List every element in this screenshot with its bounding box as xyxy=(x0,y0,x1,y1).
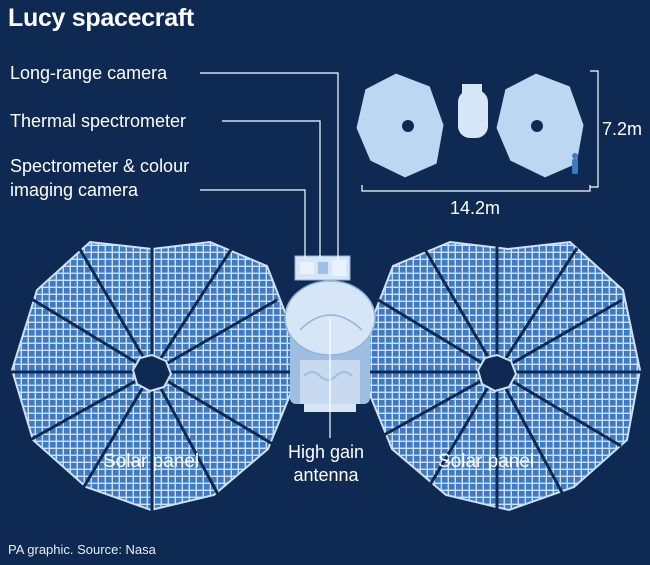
high-gain-antenna-line1: High gain xyxy=(287,442,365,462)
silhouette-hub-right xyxy=(531,120,543,132)
panel-hub-left xyxy=(131,353,173,393)
leader-lines xyxy=(200,72,339,438)
leader-thermal-spectrometer xyxy=(222,120,321,258)
silhouette-panel-left xyxy=(355,72,445,179)
high-gain-antenna-label: High gain antenna xyxy=(266,441,386,487)
label-long-range-camera: Long-range camera xyxy=(10,63,168,83)
width-dimension-value: 14.2m xyxy=(450,198,501,218)
silhouette-hub-left xyxy=(402,120,414,132)
height-dimension-line xyxy=(590,70,599,188)
solar-panel-right-label: Solar panel xyxy=(438,451,535,472)
silhouette-view xyxy=(355,72,585,179)
page-title: Lucy spacecraft xyxy=(8,4,194,32)
source-credit: PA graphic. Source: Nasa xyxy=(8,542,156,557)
width-dimension-line xyxy=(361,185,591,192)
leader-long-range-camera xyxy=(200,72,339,260)
label-thermal-spectrometer: Thermal spectrometer xyxy=(10,111,187,131)
person-icon xyxy=(572,153,578,174)
leader-spectrometer xyxy=(200,189,306,258)
silhouette-body xyxy=(458,90,488,138)
solar-panel-left xyxy=(10,240,293,512)
solar-panel-right xyxy=(366,240,642,512)
height-dimension-value: 7.2m xyxy=(602,119,643,139)
high-gain-antenna-line2: antenna xyxy=(293,465,359,485)
label-spectrometer-line1: Spectrometer & colour xyxy=(10,156,190,176)
label-spectrometer-line2: imaging camera xyxy=(10,180,139,200)
dimension-lines xyxy=(361,70,599,192)
solar-panel-left-label: Solar panel xyxy=(103,451,200,472)
panel-hub-right xyxy=(476,353,518,393)
